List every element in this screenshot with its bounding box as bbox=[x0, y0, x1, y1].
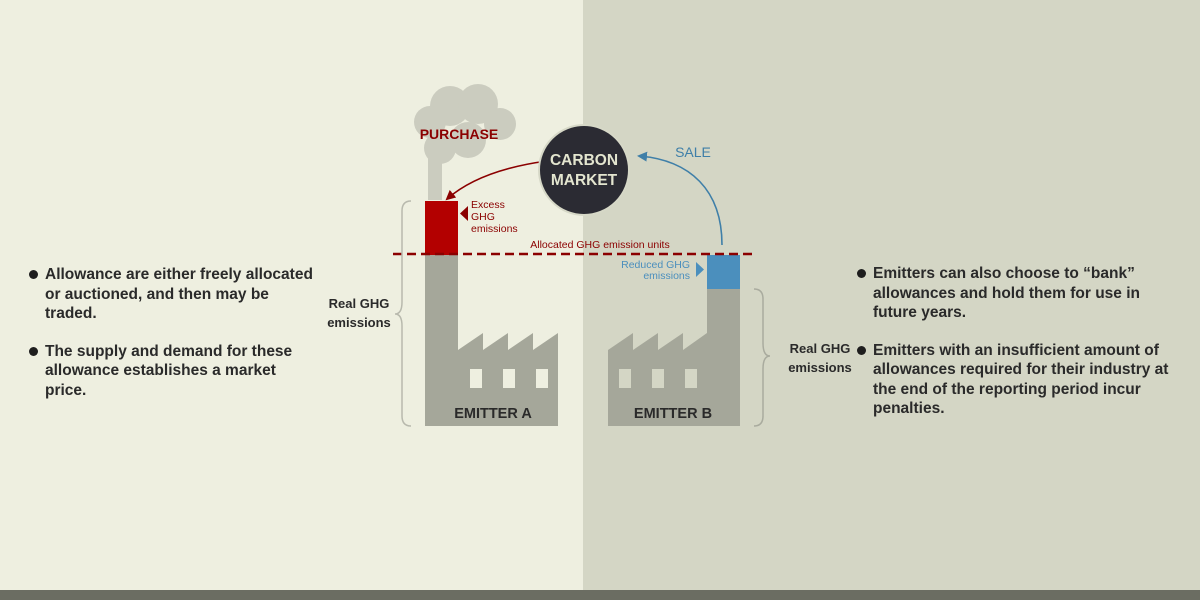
excess-label-line1: Excess bbox=[471, 199, 505, 211]
emitter-b-label: EMITTER B bbox=[634, 406, 712, 422]
carbon-market-circle bbox=[538, 124, 630, 216]
sale-label: SALE bbox=[675, 144, 711, 160]
real-ghg-right-line2: emissions bbox=[788, 360, 852, 375]
right-bullet-item: Emitters with an insufficient amount of … bbox=[857, 341, 1187, 419]
smoke-cloud-icon bbox=[414, 84, 516, 200]
emitter-a-label: EMITTER A bbox=[454, 406, 532, 422]
reduced-emissions-bar bbox=[707, 255, 740, 289]
emitter-a-factory-icon bbox=[425, 255, 558, 426]
market-label-line2: MARKET bbox=[551, 172, 618, 189]
real-ghg-left-line2: emissions bbox=[327, 315, 391, 330]
excess-pointer-icon bbox=[460, 206, 468, 221]
market-label-line1: CARBON bbox=[550, 152, 618, 169]
right-background-panel bbox=[583, 0, 1200, 590]
real-ghg-right-line1: Real GHG bbox=[790, 341, 851, 356]
right-brace bbox=[753, 288, 771, 427]
left-bullet-item: The supply and demand for these allowanc… bbox=[29, 342, 319, 401]
reduced-label-line1: Reduced GHG bbox=[621, 259, 690, 271]
left-bullet-list: Allowance are either freely allocated or… bbox=[29, 265, 319, 418]
allocated-units-label: Allocated GHG emission units bbox=[530, 239, 669, 251]
left-bullet-item: Allowance are either freely allocated or… bbox=[29, 265, 319, 324]
bottom-bar bbox=[0, 590, 1200, 600]
purchase-arrow-icon bbox=[445, 160, 548, 201]
left-brace bbox=[394, 200, 412, 427]
right-bullet-list: Emitters can also choose to “bank” allow… bbox=[857, 264, 1187, 437]
right-bullet-item: Emitters can also choose to “bank” allow… bbox=[857, 264, 1187, 323]
purchase-label: PURCHASE bbox=[420, 126, 499, 142]
excess-label-line2: GHG bbox=[471, 211, 495, 223]
real-ghg-left-line1: Real GHG bbox=[329, 296, 390, 311]
excess-emissions-bar bbox=[425, 201, 458, 255]
reduced-label-line2: emissions bbox=[643, 270, 690, 282]
reduced-pointer-icon bbox=[696, 262, 704, 277]
sale-arrow-icon bbox=[637, 151, 723, 246]
excess-label-line3: emissions bbox=[471, 223, 518, 235]
emitter-b-factory-icon bbox=[608, 289, 740, 426]
